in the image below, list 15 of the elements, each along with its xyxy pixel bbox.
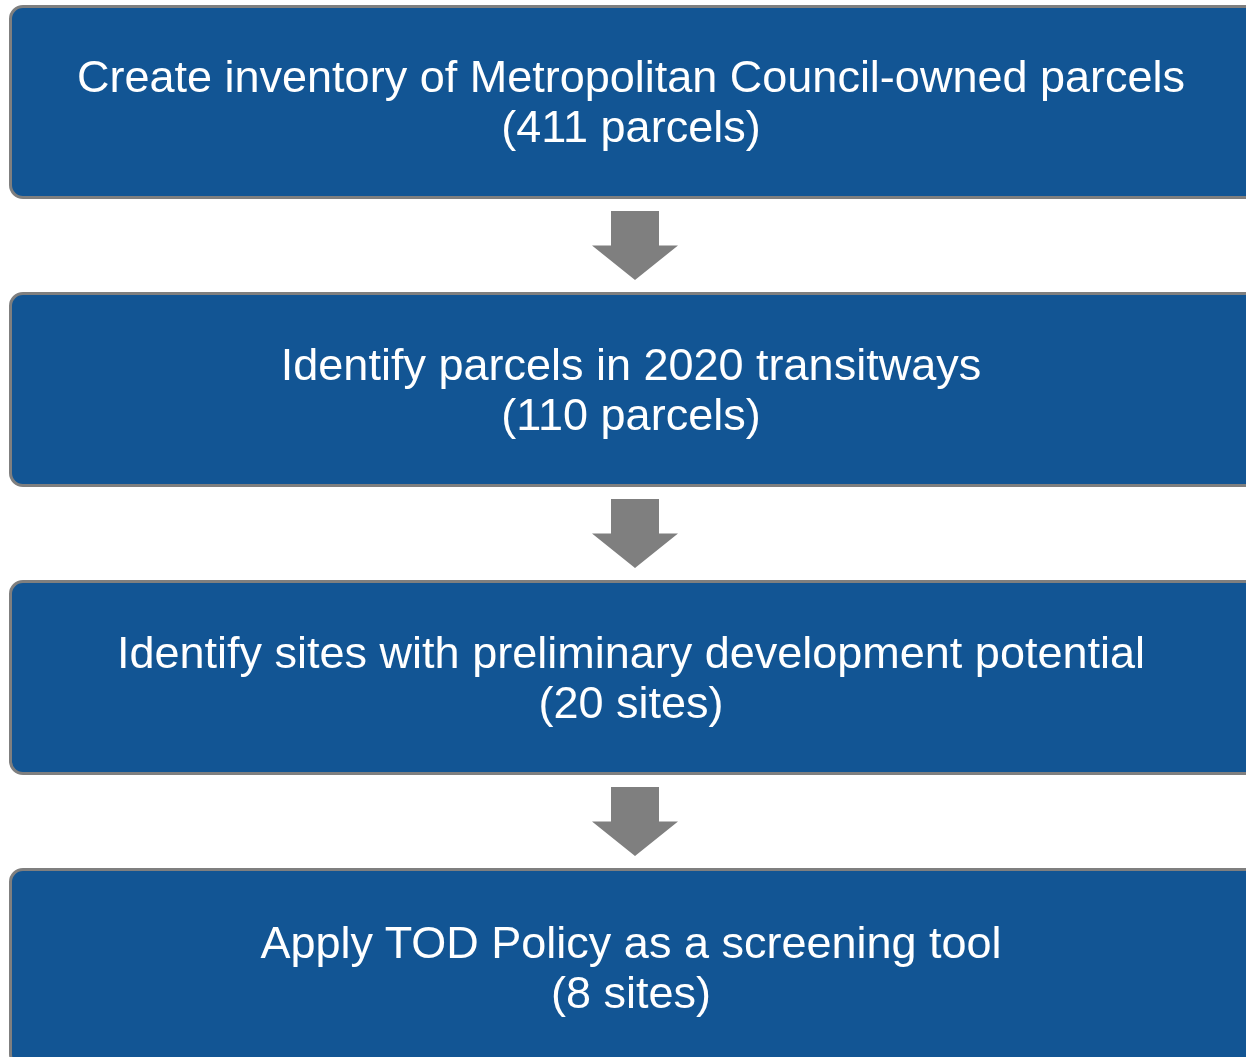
count-text: (20 sites) bbox=[538, 677, 724, 728]
process-box bbox=[9, 292, 1246, 487]
step-text: Apply TOD Policy as a screening tool bbox=[259, 918, 1003, 968]
process-box bbox=[9, 580, 1246, 775]
count-text: (411 parcels) bbox=[500, 102, 762, 152]
step-text: Identify parcels in 2020 transitways bbox=[279, 339, 983, 390]
step-text: Identify sites with preliminary development potential bbox=[116, 627, 1146, 678]
count-text: (8 sites) bbox=[550, 968, 712, 1018]
step-text: Create inventory of Metropolitan Council-owned parcels bbox=[75, 52, 1187, 102]
down-arrow bbox=[592, 787, 678, 856]
process-box bbox=[9, 868, 1246, 1057]
process-box bbox=[9, 5, 1246, 199]
down-arrow bbox=[592, 499, 678, 568]
count-text: (110 parcels) bbox=[501, 389, 761, 440]
down-arrow bbox=[592, 211, 678, 280]
